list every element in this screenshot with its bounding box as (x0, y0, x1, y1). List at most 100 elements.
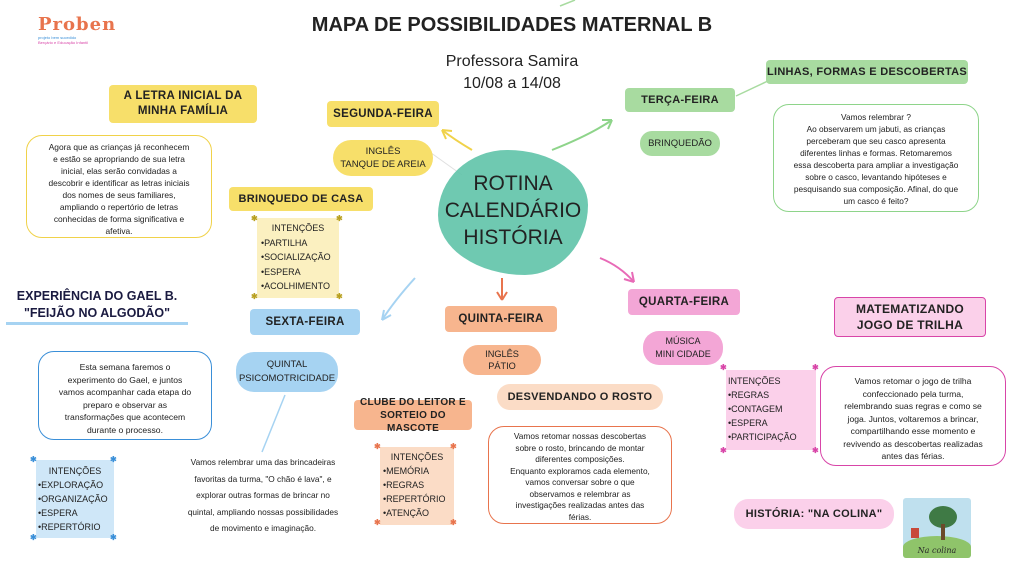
clube-title: CLUBE DO LEITOR E SORTEIO DO MASCOTE (354, 397, 472, 434)
intention-item: •MEMÓRIA (383, 466, 430, 476)
rosto-title: DESVENDANDO O ROSTO (497, 384, 663, 410)
letra-title-2: MINHA FAMÍLIA (137, 105, 229, 117)
linhas-line: sobre o casco, levantando hipóteses e (805, 172, 947, 182)
sexta-line: Vamos relembrar uma das brincadeiras (190, 457, 336, 467)
intention-item: •ATENÇÃO (383, 508, 429, 518)
intention-item: •CONTAGEM (728, 404, 783, 414)
matematizando-line: revivendo as descobertas realizadas (843, 438, 983, 449)
star-decoration: ✱ (30, 533, 37, 542)
star-decoration: ✱ (374, 518, 381, 527)
matematizando-description: Vamos retomar o jogo de trilha confeccio… (820, 366, 1006, 466)
tree-trunk (941, 524, 945, 540)
sexta-item-1: QUINTAL (266, 359, 308, 370)
house-shape (911, 528, 919, 538)
matematizando-title-1: MATEMATIZANDO (855, 302, 965, 316)
intention-item: •EXPLORAÇÃO (38, 480, 104, 490)
rosto-line: férias. (568, 511, 592, 522)
sexta-item-2: PSICOMOTRICIDADE (238, 373, 336, 384)
quinta-activities: INGLÊS PÁTIO (463, 345, 541, 375)
linhas-description: Vamos relembrar ? Ao observarem um jabut… (773, 104, 979, 212)
star-decoration: ✱ (336, 292, 343, 301)
letra-line: Agora que as crianças já reconhecem (48, 142, 190, 152)
matematizando-title: MATEMATIZANDO JOGO DE TRILHA (834, 297, 986, 337)
intention-item: •PARTICIPAÇÃO (728, 432, 797, 442)
gael-title-2: "FEIJÃO NO ALGODÃO" (23, 306, 171, 320)
star-decoration: ✱ (110, 533, 117, 542)
star-decoration: ✱ (336, 214, 343, 223)
rosto-line: Vamos retomar nossas descobertas (513, 431, 647, 441)
star-decoration: ✱ (450, 518, 457, 527)
center-text: ROTINA CALENDÁRIO HISTÓRIA (438, 170, 588, 251)
letra-line: ampliando o repertório de letras (59, 202, 179, 212)
intentions-heading: INTENÇÕES (390, 452, 444, 462)
gael-intentions: INTENÇÕES •EXPLORAÇÃO •ORGANIZAÇÃO •ESPE… (36, 460, 114, 538)
gael-line: preparo e observar as (82, 399, 168, 410)
letra-line: e estão se apropriando de sua letra (53, 154, 185, 164)
star-decoration: ✱ (812, 363, 819, 372)
linhas-line: essa descoberta para ampliar a investiga… (793, 160, 959, 170)
quarta-item-1: MÚSICA (665, 336, 701, 346)
star-decoration: ✱ (720, 363, 727, 372)
intention-item: •ACOLHIMENTO (261, 281, 330, 291)
sexta-line: favoritas da turma, "O chão é lava", e (194, 473, 332, 484)
gael-description: Esta semana faremos o experimento do Gae… (38, 351, 212, 440)
linhas-line: Vamos relembrar ? (841, 112, 911, 122)
date-range: 10/08 a 14/08 (463, 75, 561, 92)
linhas-line: Ao observarem um jabuti, as crianças (806, 124, 946, 134)
star-decoration: ✱ (812, 446, 819, 455)
gael-line: vamos acompanhar cada etapa do (58, 387, 192, 397)
segunda-item-1: INGLÊS (365, 146, 401, 157)
matematizando-intentions: INTENÇÕES •REGRAS •CONTAGEM •ESPERA •PAR… (726, 370, 816, 450)
letra-line: conhecidas de forma significativa e (53, 214, 185, 224)
rosto-line: observamos e relembrar as (529, 488, 631, 499)
sexta-line: explorar outras formas de brincar no (196, 490, 330, 500)
letra-line: descobrir e identificar as letras inicia… (48, 178, 190, 188)
intention-item: •PARTILHA (261, 237, 308, 248)
rosto-line: sobre o rosto, brincando de montar (515, 442, 645, 453)
letra-line: afetiva. (105, 226, 133, 236)
intention-item: •ESPERA (728, 418, 768, 428)
star-decoration: ✱ (251, 214, 258, 223)
logo-tagline-2: Berçário e Educação Infantil (38, 40, 89, 45)
brinquedo-title: BRINQUEDO DE CASA (229, 187, 373, 211)
center-line-1: ROTINA (473, 172, 553, 195)
intention-item: •REPERTÓRIO (38, 522, 101, 532)
segunda-label: SEGUNDA-FEIRA (327, 101, 439, 127)
intention-item: •ESPERA (38, 508, 78, 518)
linhas-line: um casco é feito? (843, 196, 909, 206)
sexta-line: de movimento e imaginação. (209, 523, 317, 533)
intention-item: •SOCIALIZAÇÃO (261, 252, 331, 262)
rosto-description: Vamos retomar nossas descobertas sobre o… (488, 426, 672, 524)
sexta-line: quintal, ampliando nossas possibilidades (187, 506, 339, 517)
hill-shape (903, 536, 971, 558)
clube-intentions: INTENÇÕES •MEMÓRIA •REGRAS •REPERTÓRIO •… (380, 447, 454, 525)
letra-line: dos nomes de seus familiares, (62, 190, 176, 200)
teacher-name: Professora Samira (445, 53, 579, 70)
book-cover-image: Na colina (903, 498, 971, 558)
terca-label: TERÇA-FEIRA (625, 88, 735, 112)
star-decoration: ✱ (30, 455, 37, 464)
letra-description: Agora que as crianças já reconhecem e es… (26, 135, 212, 238)
quinta-label: QUINTA-FEIRA (445, 306, 557, 332)
letra-title-1: A LETRA INICIAL DA (123, 90, 243, 102)
quarta-activities: MÚSICA MINI CIDADE (643, 331, 723, 365)
matematizando-title-2: JOGO DE TRILHA (856, 318, 964, 332)
intention-item: •ESPERA (261, 266, 301, 277)
letra-title: A LETRA INICIAL DA MINHA FAMÍLIA (109, 85, 257, 123)
matematizando-line: joga. Juntos, voltaremos a brincar, (847, 413, 979, 424)
gael-line: durante o processo. (87, 424, 163, 435)
intention-item: •REGRAS (383, 480, 425, 490)
quarta-label: QUARTA-FEIRA (628, 289, 740, 315)
linhas-line: diferentes linhas e formas. Retomaremos (800, 148, 952, 158)
rosto-line: Enquanto exploramos cada elemento, (510, 465, 650, 476)
quinta-item-1: INGLÊS (485, 349, 519, 359)
matematizando-line: confeccionado pela turma, (862, 388, 964, 399)
segunda-activities: INGLÊS TANQUE DE AREIA (333, 140, 433, 176)
intentions-heading: INTENÇÕES (271, 223, 325, 233)
intention-item: •REPERTÓRIO (383, 494, 446, 504)
letra-line: inicial, elas serão convidadas a (61, 166, 177, 176)
page-title: MAPA DE POSSIBILIDADES MATERNAL B (311, 14, 713, 36)
linhas-line: pesquisando sua composição. Afinal, do q… (793, 184, 959, 194)
star-decoration: ✱ (450, 442, 457, 451)
